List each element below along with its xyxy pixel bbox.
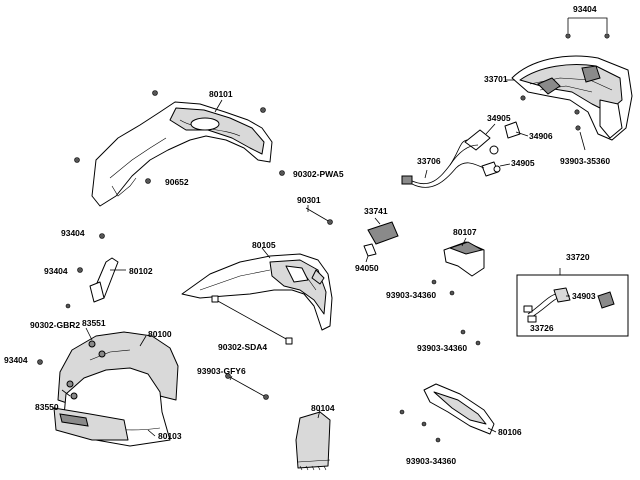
label-93903-gfy6: 93903-GFY6 [197,366,246,376]
label-80103: 80103 [158,431,182,441]
label-93404-a: 93404 [61,228,85,238]
label-33701: 33701 [484,74,508,84]
label-83550: 83550 [35,402,59,412]
label-80104: 80104 [311,403,335,413]
label-93903-34360-a: 93903-34360 [386,290,436,300]
label-80100: 80100 [148,329,172,339]
label-33741: 33741 [364,206,388,216]
bolt-icon [460,329,466,335]
label-93903-34360-c: 93903-34360 [406,456,456,466]
label-80101: 80101 [209,89,233,99]
mud-flap-80104 [295,411,331,471]
label-90302-pwa5: 90302-PWA5 [293,169,344,179]
wire-harness [401,139,485,188]
rod-93903-gfy6 [225,373,269,400]
label-80107: 80107 [453,227,477,237]
label-80102: 80102 [129,266,153,276]
label-93404-c: 93404 [4,355,28,365]
bulb-sockets [464,121,521,177]
label-90652: 90652 [165,177,189,187]
license-light-box [516,274,629,337]
label-34903: 34903 [572,291,596,301]
label-90302-sda4: 90302-SDA4 [218,342,267,352]
label-80105: 80105 [252,240,276,250]
label-80106: 80106 [498,427,522,437]
label-93903-35360: 93903-35360 [560,156,610,166]
label-94050: 94050 [355,263,379,273]
label-34905-a: 34905 [487,113,511,123]
label-90302-gbr2: 90302-GBR2 [30,320,80,330]
rear-fender-80105 [181,253,333,331]
rod-90301 [305,207,333,225]
plate-holder-80107 [431,241,485,296]
bolt-icon [475,340,481,346]
tail-light-assembly [511,33,633,141]
inner-fender-80101 [74,90,285,207]
reflector-33741 [363,221,399,257]
label-33706: 33706 [417,156,441,166]
label-93903-34360-b: 93903-34360 [417,343,467,353]
label-93404-b: 93404 [44,266,68,276]
label-90301: 90301 [297,195,321,205]
grommets [37,303,106,400]
label-34905-b: 34905 [511,158,535,168]
bracket-80102 [77,233,119,303]
rod-90302-sda4 [211,295,293,345]
label-33720: 33720 [566,252,590,262]
label-33726: 33726 [530,323,554,333]
label-93404-top: 93404 [573,4,597,14]
license-light-33726 [523,287,615,323]
mud-guard-80103 [53,407,129,441]
label-34906: 34906 [529,131,553,141]
label-83551: 83551 [82,318,106,328]
rear-inner-panel-80106 [399,383,495,443]
